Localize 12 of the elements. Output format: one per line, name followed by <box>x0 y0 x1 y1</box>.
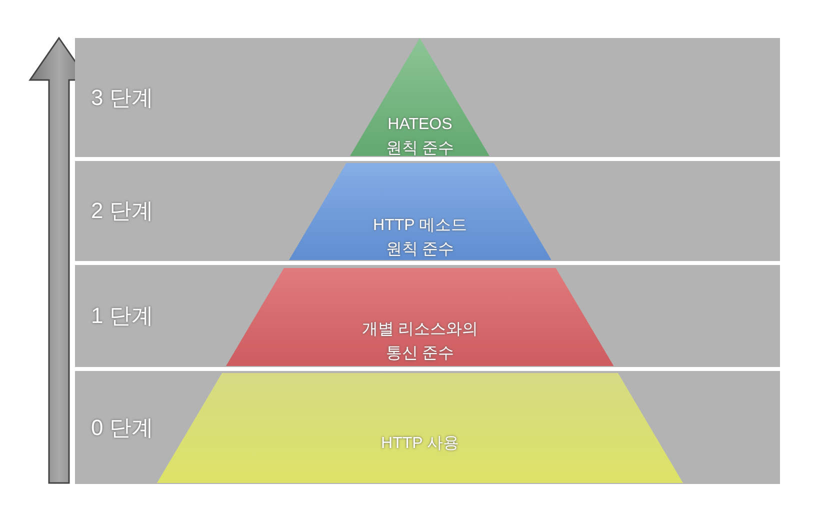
level-band <box>75 371 780 484</box>
segment-label: HTTP 메소드 원칙 준수 <box>372 216 468 260</box>
level-band <box>75 38 780 157</box>
level-label: 0 단계 <box>91 414 154 440</box>
segment-label: 개별 리소스와의 통신 준수 <box>360 320 480 364</box>
segment-label: HATEOS 원칙 준수 <box>384 115 456 159</box>
level-label: 1 단계 <box>91 303 154 329</box>
level-label: 3 단계 <box>91 84 154 110</box>
level-band <box>75 265 780 367</box>
segment-label: HTTP 사용 <box>380 434 460 454</box>
level-label: 2 단계 <box>91 198 154 224</box>
level-band <box>75 161 780 261</box>
